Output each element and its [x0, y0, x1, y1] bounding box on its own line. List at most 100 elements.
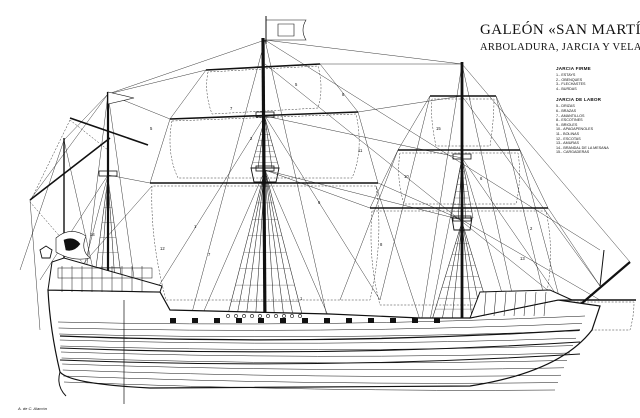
yard: [169, 111, 359, 120]
hull-plank: [61, 357, 568, 364]
callout-number: 11: [358, 148, 363, 153]
mast-top: [98, 170, 118, 177]
legend-item: 15.- CARGADERAS: [556, 150, 590, 155]
rigging-line: [379, 95, 431, 301]
legend-item: 7.- AMANTILLOS: [556, 113, 585, 118]
callout-number: 2: [250, 136, 253, 141]
legend-list-fixed-rigging: 1.- ESTAYS 2.- OBENQUES 3.- FLECHASTES 4…: [556, 73, 638, 91]
hull-plank: [60, 351, 571, 357]
hull-plank: [59, 337, 577, 344]
mast-main-mast: [261, 37, 267, 331]
main-fighting-top: [250, 167, 280, 183]
main-shrouds: [226, 169, 266, 319]
rigging-line: [199, 169, 266, 321]
callout-number: 15: [436, 126, 441, 131]
artist-signature: A. de C. Alarcón: [18, 406, 47, 411]
rigging-line: [264, 169, 463, 221]
hull: [39, 245, 601, 404]
hull-wale: [59, 341, 581, 353]
legend-item: 14.- BRANDAL DE LA MESANA: [556, 145, 609, 150]
legend-item: 8.- ESCOTINES: [556, 118, 583, 123]
legend-item: 6.- BRAZAS: [556, 108, 577, 113]
rigging-line: [375, 185, 421, 321]
rigging-line: [264, 169, 331, 321]
rigging-line: [429, 157, 463, 321]
gunport: [302, 318, 308, 323]
legend-list-running-rigging: 5.- DRIZAS 6.- BRAZAS 7.- AMANTILLOS 8.-…: [556, 104, 638, 155]
callout-number: 7: [208, 252, 211, 257]
callout-number: 1: [300, 296, 303, 301]
callout-number: 7: [230, 106, 233, 111]
rigging-line: [397, 95, 431, 151]
gunport: [390, 318, 396, 323]
fore-shrouds: [451, 221, 463, 321]
forecastle-post: [503, 291, 507, 317]
hull-plank: [63, 381, 556, 391]
main-top-shrouds: [264, 117, 280, 169]
yard: [29, 137, 111, 201]
callout-number: 8: [380, 242, 383, 247]
rigging-line: [264, 115, 381, 301]
gunport: [280, 318, 286, 323]
hull-plank: [62, 369, 562, 377]
deadeye: [258, 314, 262, 318]
callout-number: 5: [295, 82, 298, 87]
masts: [29, 37, 636, 335]
rigging-line: [29, 93, 109, 201]
stern-standard-emblem: [63, 238, 81, 251]
rigging-line: [419, 63, 463, 331]
legend-heading-running-rigging: JARCIA DE LABOR: [556, 97, 602, 103]
gunport: [170, 318, 176, 323]
rigging-line: [107, 39, 266, 95]
hull-plank: [57, 315, 586, 325]
forecastle-post: [483, 291, 487, 317]
main-shrouds: [264, 169, 285, 319]
gunport: [324, 318, 330, 323]
gunport: [236, 318, 242, 323]
sails: [29, 65, 635, 331]
mast-top: [452, 153, 472, 160]
rigging-line: [264, 115, 463, 159]
fore-fighting-top: [451, 217, 473, 231]
sail: [151, 185, 380, 301]
rigging-line: [519, 149, 549, 209]
rigging-line: [29, 199, 41, 331]
hull-plank: [62, 363, 565, 370]
hull-wale: [59, 329, 581, 341]
rigging-line: [39, 174, 109, 281]
legend-item: 13.- AMURAS: [556, 141, 579, 146]
callout-number: 1: [194, 224, 197, 229]
forecastle-post: [543, 291, 547, 317]
legend-item: 1.- ESTAYS: [556, 73, 576, 77]
rigging-line: [19, 139, 65, 271]
rigging-line: [264, 39, 331, 331]
rigging-line: [495, 95, 521, 151]
legend-item: 9.- BRIOLES: [556, 122, 578, 127]
rigging-line: [339, 149, 399, 301]
rigging-line: [519, 149, 561, 301]
rigging-line: [149, 115, 266, 301]
deadeye: [242, 314, 246, 318]
sail: [561, 301, 635, 331]
rigging-line: [63, 93, 109, 141]
legend-item: 3.- FLECHASTES: [556, 82, 586, 87]
rigging-line: [264, 63, 561, 301]
deadeye: [282, 314, 286, 318]
hull-plank: [59, 330, 580, 337]
yard: [205, 63, 321, 71]
hull-plank: [58, 323, 583, 331]
hull-plank: [63, 375, 559, 384]
callout-number: 8: [342, 92, 345, 97]
deadeye: [266, 314, 270, 318]
deadeye: [250, 314, 254, 318]
main-shrouds: [264, 169, 294, 319]
legend-item: 4.- BURDAS: [556, 86, 577, 91]
main-shrouds: [264, 169, 304, 319]
gunport: [258, 318, 264, 323]
mast-top: [255, 165, 275, 172]
sail: [398, 152, 520, 205]
rigging-line: [264, 39, 463, 65]
rigging-line: [369, 149, 399, 209]
